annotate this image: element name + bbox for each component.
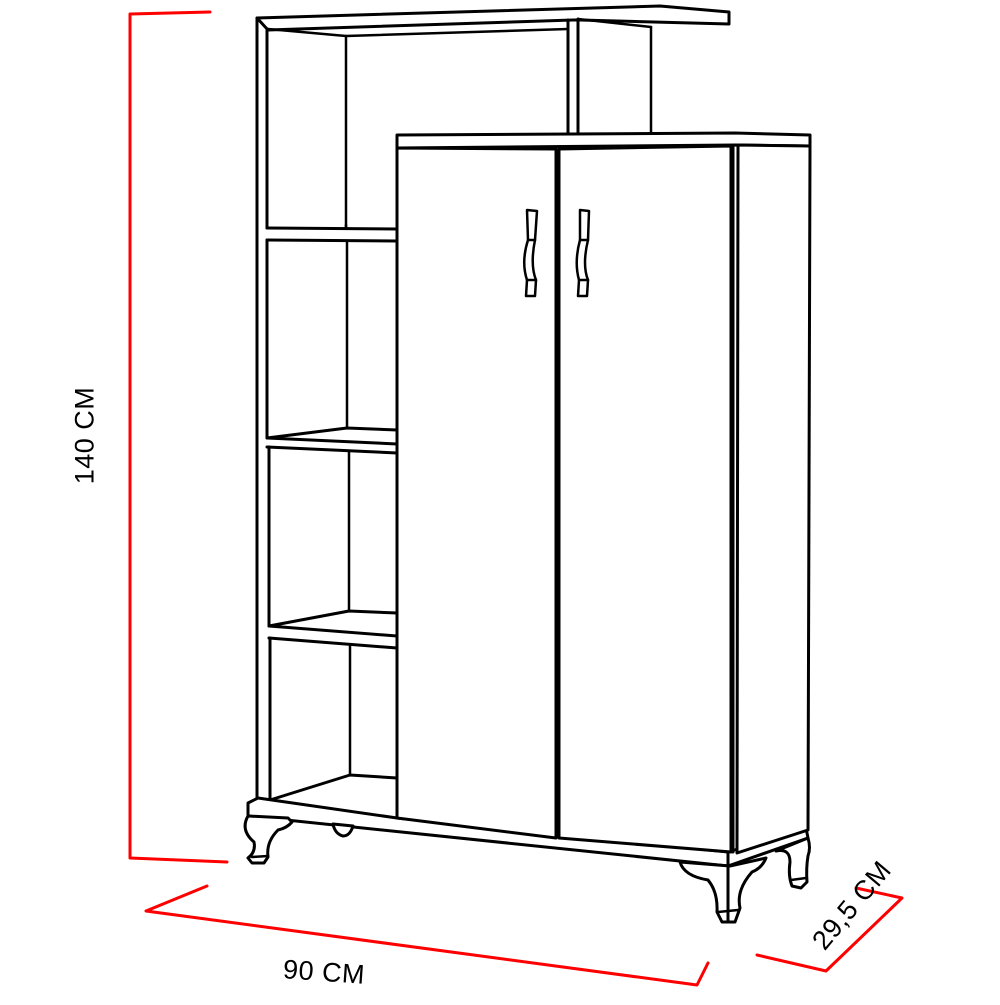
- depth-dimension-line: [755, 886, 904, 973]
- back-right-leg: [774, 836, 811, 890]
- back-left-leg: [331, 822, 355, 838]
- right-door: [557, 144, 733, 854]
- front-right-leg: [678, 856, 768, 924]
- right-door-handle: [575, 208, 591, 298]
- left-door-handle: [523, 208, 539, 298]
- width-label: 90 CM: [282, 954, 367, 990]
- height-label: 140 CM: [69, 386, 100, 485]
- width-dimension-line: [144, 884, 710, 987]
- height-dimension-line: [128, 10, 229, 864]
- shelving-tower: [255, 4, 731, 802]
- left-door: [395, 146, 558, 840]
- front-left-leg: [243, 814, 294, 865]
- cupboard-body: [395, 131, 812, 855]
